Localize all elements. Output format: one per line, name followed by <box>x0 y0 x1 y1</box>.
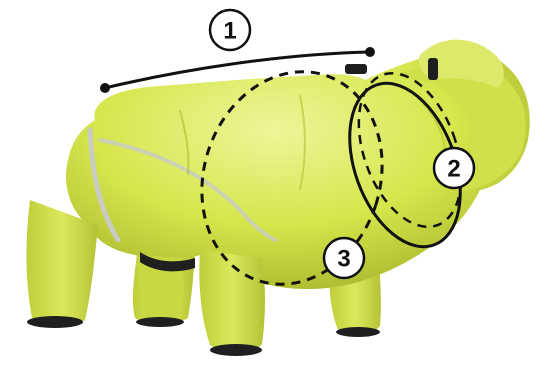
cuff-front-far <box>336 327 380 337</box>
measurement-endpoint-start <box>100 83 110 93</box>
marker-2: 2 <box>434 148 474 188</box>
marker-2-label: 2 <box>447 156 460 183</box>
cuff-back-far <box>136 317 184 327</box>
marker-1-label: 1 <box>223 18 236 45</box>
marker-1: 1 <box>210 10 250 50</box>
collar-strap <box>345 64 367 74</box>
measurement-endpoint-end <box>365 47 375 57</box>
cuff-back-near <box>27 316 83 328</box>
hood-toggle <box>428 58 438 80</box>
marker-3: 3 <box>324 238 364 278</box>
cuff-front-near <box>210 344 262 356</box>
marker-3-label: 3 <box>337 246 350 273</box>
